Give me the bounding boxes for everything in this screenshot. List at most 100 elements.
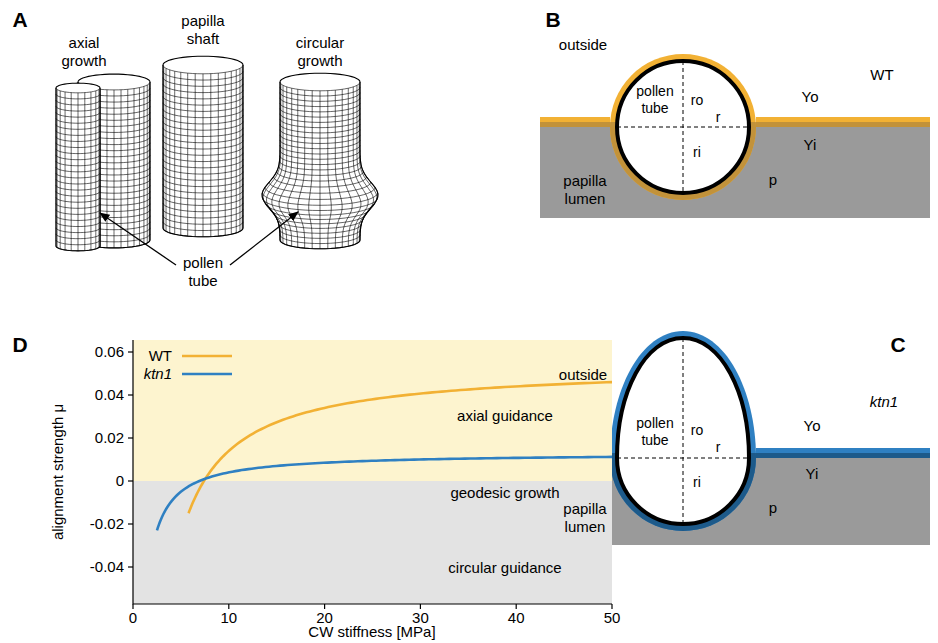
legend-samples <box>182 356 232 374</box>
art-path <box>163 159 243 168</box>
art-path <box>280 119 360 128</box>
art-path <box>357 85 374 243</box>
art-path <box>163 172 243 181</box>
axis-tick-label: 0.02 <box>95 429 124 447</box>
art-path <box>280 140 360 149</box>
legend-label: WT <box>149 347 172 365</box>
axis-tick-label: 30 <box>412 609 429 627</box>
legend-sample <box>182 355 232 358</box>
art-path <box>56 131 100 136</box>
art-path <box>280 103 360 112</box>
art-path <box>56 88 100 93</box>
axis-tick-label: 0.06 <box>95 343 124 361</box>
cross-section <box>540 54 930 218</box>
art-path <box>56 83 100 251</box>
legend-label: ktn1 <box>144 365 172 383</box>
art-path <box>56 191 100 196</box>
art-path <box>56 143 100 148</box>
art-path <box>280 145 360 154</box>
node-outline <box>617 61 749 193</box>
genotype-label: ktn1 <box>870 393 898 411</box>
art-path <box>163 190 243 199</box>
axis-tick-label: -0.02 <box>90 515 124 533</box>
art-path <box>56 246 100 251</box>
pollen-tube-section: pollen tuberorri <box>617 330 749 524</box>
art-path <box>163 178 243 187</box>
art-path <box>56 124 100 129</box>
art-rect <box>540 117 610 122</box>
art-path <box>280 235 360 244</box>
art-path <box>280 240 360 249</box>
art-path <box>163 134 243 143</box>
art-path <box>280 229 361 238</box>
art-path <box>133 340 612 604</box>
art-path <box>56 197 100 202</box>
art-path <box>279 161 360 170</box>
art-path <box>163 153 243 162</box>
art-path <box>348 88 361 246</box>
radius-symbol: r <box>716 109 721 126</box>
art-path <box>617 61 749 193</box>
art-path <box>280 108 360 117</box>
art-path <box>280 124 360 133</box>
art-path <box>128 351 133 352</box>
art-path <box>163 96 243 105</box>
art-path <box>163 109 243 118</box>
axis-tick-label: 10 <box>220 609 237 627</box>
radius-symbol: ro <box>691 422 703 439</box>
art-path <box>280 150 360 159</box>
art-path <box>516 604 517 609</box>
art-path <box>265 203 374 215</box>
symbol-label: Yi <box>806 465 819 483</box>
region-label: geodesic growth <box>450 484 559 502</box>
art-path <box>262 193 377 206</box>
symbol-label: p <box>769 171 777 189</box>
art-path <box>163 215 243 224</box>
art-path <box>277 219 363 228</box>
axis-title: alignment strength μ <box>49 404 67 540</box>
art-path <box>163 103 243 112</box>
art-path <box>163 121 243 130</box>
art-path <box>617 338 749 524</box>
art-path <box>56 185 100 190</box>
panel-caption: circular growth <box>285 34 355 70</box>
radius-symbol: r <box>716 439 721 456</box>
art-path <box>279 224 362 233</box>
art-path <box>228 604 229 609</box>
art-path <box>262 82 280 240</box>
region-label: outside <box>559 366 607 384</box>
art-path <box>610 453 756 531</box>
art-path <box>128 523 133 524</box>
axis-tick-label: -0.04 <box>90 558 124 576</box>
art-path <box>56 210 100 215</box>
region-label: axial guidance <box>457 407 553 425</box>
art-path <box>128 394 133 395</box>
art-rect <box>540 122 610 127</box>
art-path <box>128 566 133 567</box>
art-path <box>56 118 100 123</box>
art-path <box>163 128 243 137</box>
genotype-label: WT <box>870 66 893 84</box>
axis-tick-label: 40 <box>508 609 525 627</box>
art-rect <box>133 481 612 604</box>
art-path <box>56 137 100 142</box>
art-path <box>265 187 375 199</box>
art-path <box>163 71 243 80</box>
art-rect <box>756 122 930 127</box>
art-path <box>280 93 360 102</box>
circular-growth-cylinder <box>262 73 378 249</box>
node-title: pollen tube <box>630 415 680 449</box>
panel-letter: B <box>545 7 560 32</box>
art-path <box>279 166 362 175</box>
art-path <box>280 82 360 91</box>
art-path <box>610 331 756 531</box>
papilla-shaft-cylinder <box>163 56 243 237</box>
art-path <box>280 129 360 138</box>
axis-tick-label: 0 <box>116 472 124 490</box>
art-path <box>617 61 749 193</box>
cylinders <box>56 56 378 251</box>
legend-sample <box>182 373 232 376</box>
art-path <box>274 214 366 224</box>
